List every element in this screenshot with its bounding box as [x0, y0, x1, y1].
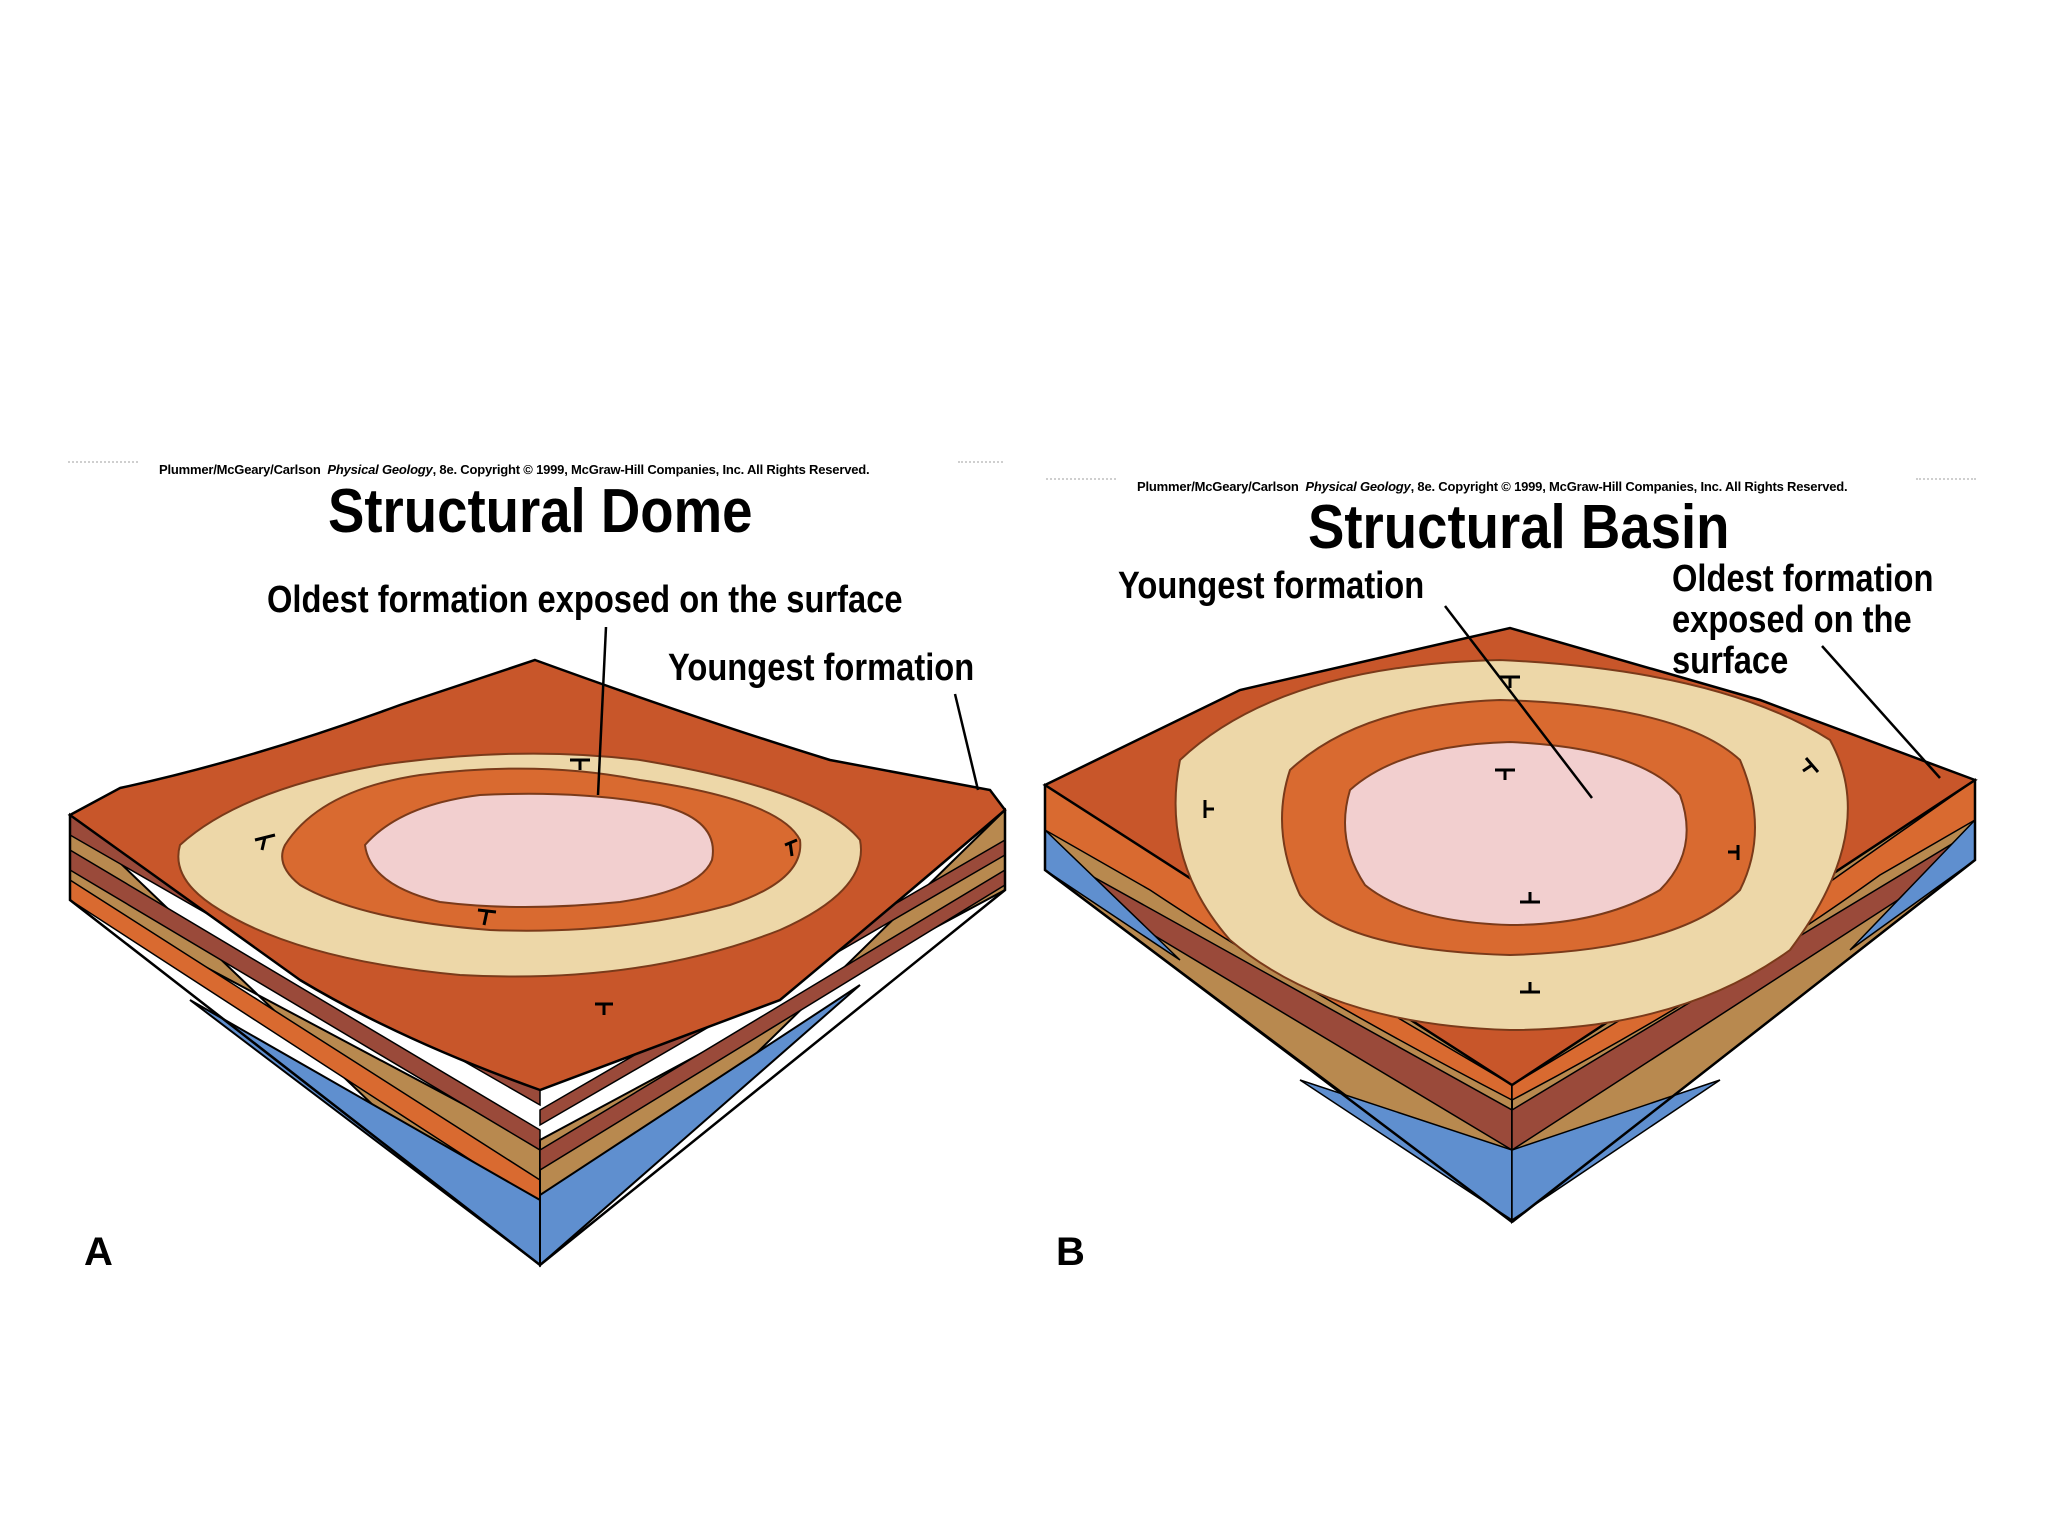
basin-core-youngest-formation — [1344, 740, 1688, 927]
dome-credit-book: Physical Geology — [327, 462, 433, 477]
basin-credit-authors: Plummer/McGeary/Carlson — [1137, 479, 1299, 494]
basin-label-oldest-line2: exposed on the — [1672, 599, 1912, 641]
dome-label-youngest: Youngest formation — [668, 647, 975, 689]
dome-title: Structural Dome — [328, 477, 753, 546]
basin-label-oldest-line3: surface — [1672, 640, 1789, 682]
dome-leader-youngest — [953, 693, 980, 791]
dome-credit-rest: , 8e. Copyright © 1999, McGraw-Hill Comp… — [432, 462, 870, 477]
basin-dotted-rule-right — [1916, 478, 1976, 480]
dome-credit-authors: Plummer/McGeary/Carlson — [159, 462, 321, 477]
basin-leader-youngest — [1444, 605, 1593, 799]
dome-strike-dip-symbols — [254, 758, 798, 1015]
dome-dotted-rule-right — [958, 461, 1003, 463]
dome-panel-letter: A — [84, 1230, 113, 1274]
dome-core-oldest-formation — [363, 792, 714, 908]
basin-title: Structural Basin — [1308, 493, 1730, 562]
basin-strike-dip-symbols — [1203, 675, 1820, 994]
basin-credit-book: Physical Geology — [1305, 479, 1411, 494]
basin-credit-line: Plummer/McGeary/Carlson Physical Geology… — [1137, 479, 1848, 494]
dome-leader-oldest — [596, 626, 608, 796]
dome-credit-line: Plummer/McGeary/Carlson Physical Geology… — [159, 462, 870, 477]
dome-right-face — [539, 807, 1007, 1268]
basin-label-youngest: Youngest formation — [1118, 565, 1425, 607]
basin-panel-letter: B — [1056, 1230, 1085, 1274]
basin-credit-rest: , 8e. Copyright © 1999, McGraw-Hill Comp… — [1410, 479, 1848, 494]
dome-label-oldest: Oldest formation exposed on the surface — [267, 579, 903, 621]
dome-dotted-rule-left — [68, 461, 138, 463]
basin-dotted-rule-left — [1046, 478, 1116, 480]
basin-label-oldest-line1: Oldest formation — [1672, 558, 1934, 600]
basin-leader-oldest — [1821, 645, 1941, 779]
dome-block-diagram — [67, 626, 1007, 1268]
